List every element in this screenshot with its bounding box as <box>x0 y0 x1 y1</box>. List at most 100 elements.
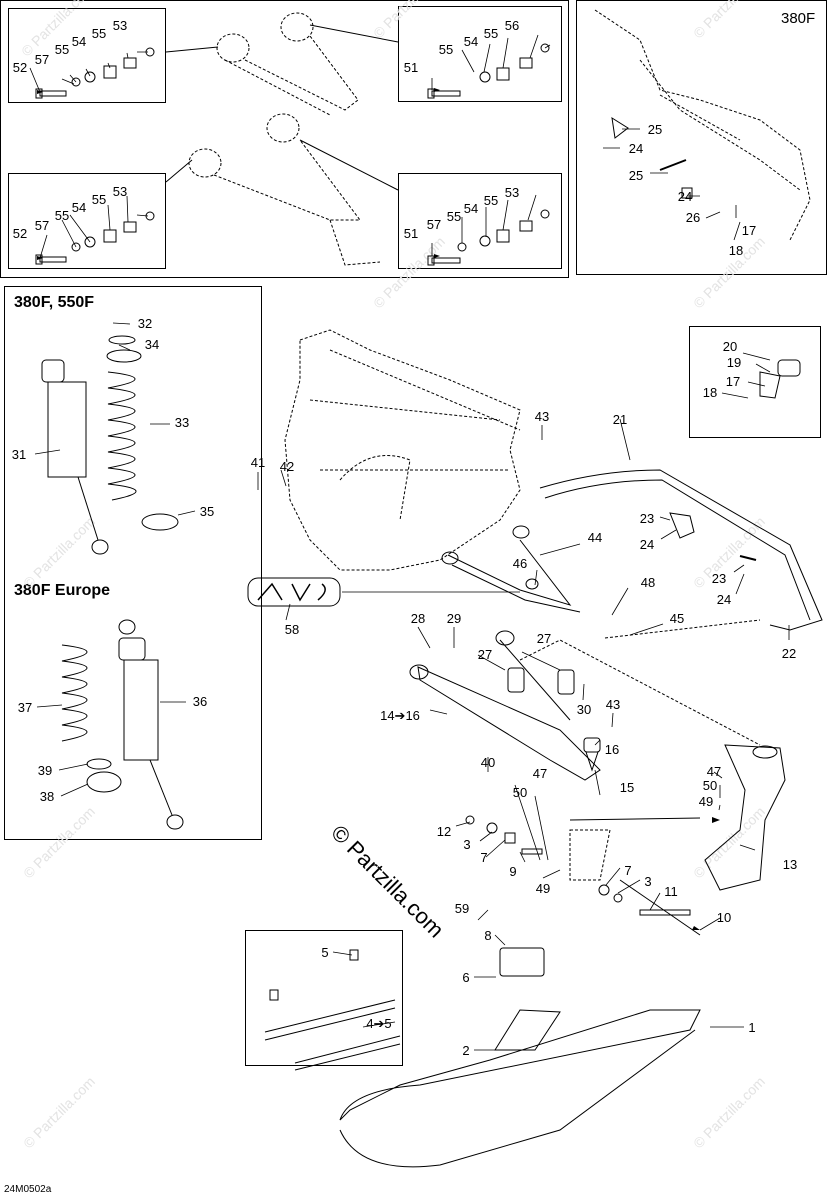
runner-detail-frame <box>245 930 403 1066</box>
callout-19: 19 <box>727 355 741 370</box>
callout-23: 23 <box>712 571 726 586</box>
callout-24: 24 <box>640 537 654 552</box>
callout-13: 13 <box>783 857 797 872</box>
callout-57: 57 <box>35 52 49 67</box>
callout-31: 31 <box>12 447 26 462</box>
callout-24: 24 <box>678 189 692 204</box>
callout-18: 18 <box>729 243 743 258</box>
top-right-frame-sketch <box>594 9 811 241</box>
callout-55: 55 <box>484 26 498 41</box>
hardware-row-3 <box>35 211 155 265</box>
callout-28: 28 <box>411 611 425 626</box>
callout-1: 1 <box>748 1020 755 1035</box>
callout-24: 24 <box>629 141 643 156</box>
callout-23: 23 <box>640 511 654 526</box>
callout-25: 25 <box>629 168 643 183</box>
callout-44: 44 <box>588 530 602 545</box>
callout-55: 55 <box>55 42 69 57</box>
spindle <box>704 744 786 891</box>
callout-53: 53 <box>505 185 519 200</box>
hardware-row-2 <box>427 43 550 99</box>
callout-6: 6 <box>462 970 469 985</box>
callout-38: 38 <box>40 789 54 804</box>
callout-52: 52 <box>13 226 27 241</box>
ski-legs <box>494 947 561 1051</box>
callout-49: 49 <box>699 794 713 809</box>
callout-50: 50 <box>513 785 527 800</box>
callout-37: 37 <box>18 700 32 715</box>
callout-2: 2 <box>462 1043 469 1058</box>
callout-55: 55 <box>439 42 453 57</box>
chassis-sketch <box>284 329 521 571</box>
title-380f: 380F <box>781 10 816 27</box>
callout-47: 47 <box>707 764 721 779</box>
callout-57: 57 <box>427 217 441 232</box>
callout-16: 16 <box>605 742 619 757</box>
callout-53: 53 <box>113 18 127 33</box>
callout-47: 47 <box>533 766 547 781</box>
hardware-box-1 <box>8 8 166 103</box>
callout-52: 52 <box>13 60 27 75</box>
callout-8: 8 <box>484 928 491 943</box>
callout-27: 27 <box>537 631 551 646</box>
upper-a-arm <box>441 525 581 613</box>
callout-4-5: 4➔5 <box>366 1016 391 1031</box>
callout-39: 39 <box>38 763 52 778</box>
callout-24: 24 <box>717 592 731 607</box>
callout-56: 56 <box>505 18 519 33</box>
shock-absorber-a <box>41 359 109 555</box>
callout-29: 29 <box>447 611 461 626</box>
callout-45: 45 <box>670 611 684 626</box>
callout-17: 17 <box>726 374 740 389</box>
callout-14-16: 14➔16 <box>380 708 420 723</box>
callout-3: 3 <box>644 874 651 889</box>
callout-10: 10 <box>717 910 731 925</box>
hardware-box-3 <box>8 173 166 269</box>
steering-bar <box>539 469 823 631</box>
callout-3: 3 <box>463 837 470 852</box>
ski <box>339 1009 701 1168</box>
runners <box>264 949 401 1071</box>
callout-55: 55 <box>55 208 69 223</box>
callout-57: 57 <box>35 218 49 233</box>
callout-20: 20 <box>723 339 737 354</box>
callout-55: 55 <box>447 209 461 224</box>
shock-absorber-b <box>118 619 184 830</box>
hardware-row-1 <box>35 47 155 99</box>
callout-48: 48 <box>641 575 655 590</box>
callout-54: 54 <box>464 34 478 49</box>
callout-11: 11 <box>664 884 678 899</box>
ras-badge <box>247 577 341 607</box>
callout-9: 9 <box>509 864 516 879</box>
diagram-code: 24M0502a <box>4 1184 52 1195</box>
top-left-frame <box>0 0 569 278</box>
callout-43: 43 <box>606 697 620 712</box>
callout-21: 21 <box>613 412 627 427</box>
callout-26: 26 <box>686 210 700 225</box>
ball-joint <box>583 737 601 772</box>
callout-40: 40 <box>481 755 495 770</box>
callout-25: 25 <box>648 122 662 137</box>
callout-54: 54 <box>464 201 478 216</box>
callout-53: 53 <box>113 184 127 199</box>
callout-30: 30 <box>577 702 591 717</box>
callout-54: 54 <box>72 34 86 49</box>
callout-5: 5 <box>321 945 328 960</box>
callout-41: 41 <box>251 455 265 470</box>
callout-54: 54 <box>72 200 86 215</box>
callout-15: 15 <box>620 780 634 795</box>
callout-18: 18 <box>703 385 717 400</box>
shock-frame <box>4 286 262 840</box>
callout-49: 49 <box>536 881 550 896</box>
bracket-detail-frame <box>689 326 821 438</box>
callout-7: 7 <box>480 850 487 865</box>
callout-55: 55 <box>92 192 106 207</box>
bracket-shape <box>611 117 629 139</box>
callout-27: 27 <box>478 647 492 662</box>
callout-34: 34 <box>145 337 159 352</box>
callout-55: 55 <box>484 193 498 208</box>
callout-55: 55 <box>92 26 106 41</box>
spindle-lower-sketch <box>569 829 611 881</box>
callout-17: 17 <box>742 223 756 238</box>
